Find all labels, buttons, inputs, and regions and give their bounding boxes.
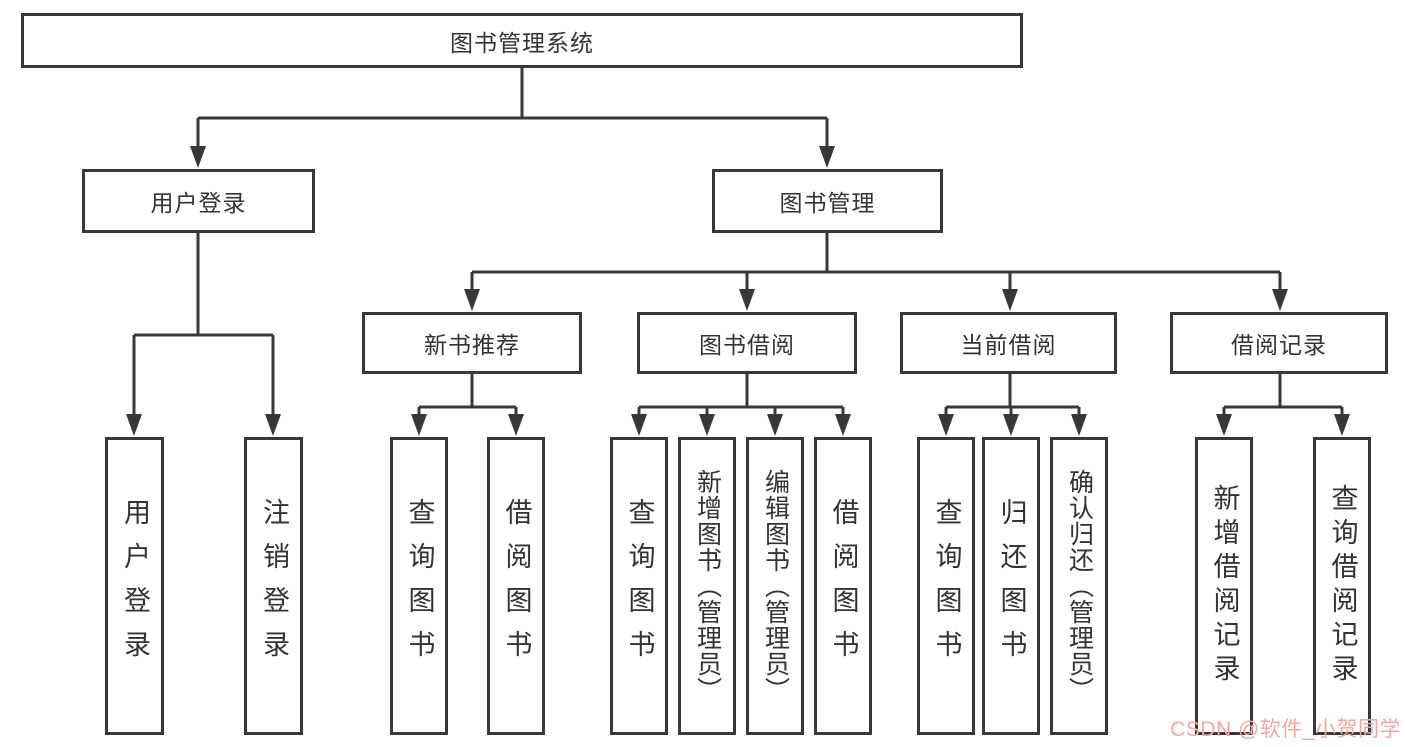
leaf-query-borrow-record: 查询借阅记录: [1313, 437, 1371, 735]
node-book-borrowing: 图书借阅: [637, 312, 857, 374]
node-label: 借阅图书: [501, 498, 532, 674]
node-label: 查询图书: [404, 498, 435, 674]
node-label: 确认归还（管理员）: [1065, 469, 1094, 703]
node-label: 编辑图书（管理员）: [761, 469, 790, 703]
leaf-borrow-books: 借阅图书: [814, 437, 872, 735]
node-label: 借阅图书: [828, 498, 859, 674]
node-label: 图书管理: [779, 190, 876, 216]
leaf-borrow-books-recommend: 借阅图书: [487, 437, 545, 735]
leaf-logout: 注销登录: [244, 437, 303, 735]
node-label: 注销登录: [259, 498, 289, 674]
leaf-query-books-current: 查询图书: [917, 437, 975, 735]
node-label: 查询借阅记录: [1327, 484, 1358, 688]
leaf-confirm-return-admin: 确认归还（管理员）: [1050, 437, 1108, 735]
csdn-watermark: CSDN @软件_小贺同学: [1170, 718, 1401, 741]
node-new-book-recommendation: 新书推荐: [362, 312, 582, 374]
node-label: 图书借阅: [699, 332, 795, 358]
node-label: 查询图书: [624, 498, 655, 674]
node-label: 用户登录: [150, 190, 247, 216]
node-label: 归还图书: [996, 498, 1027, 674]
leaf-add-books-admin: 新增图书（管理员）: [678, 437, 736, 735]
node-label: 借阅记录: [1231, 332, 1327, 358]
node-label: 新增图书（管理员）: [693, 469, 722, 703]
node-library-management-system: 图书管理系统: [21, 13, 1023, 68]
node-label: 新书推荐: [424, 332, 520, 358]
node-label: 查询图书: [931, 498, 962, 674]
node-label: 用户登录: [120, 498, 150, 674]
leaf-return-books: 归还图书: [982, 437, 1040, 735]
node-borrowing-records: 借阅记录: [1170, 312, 1388, 374]
node-label: 当前借阅: [960, 332, 1057, 358]
leaf-query-books-recommend: 查询图书: [390, 437, 448, 735]
node-current-borrowing: 当前借阅: [900, 312, 1117, 374]
leaf-query-books-borrow: 查询图书: [610, 437, 668, 735]
node-label: 新增借阅记录: [1209, 484, 1240, 688]
node-label: 图书管理系统: [450, 29, 594, 56]
leaf-user-login: 用户登录: [105, 437, 164, 735]
node-user-login: 用户登录: [82, 169, 315, 233]
leaf-edit-books-admin: 编辑图书（管理员）: [746, 437, 804, 735]
node-book-management: 图书管理: [712, 169, 943, 233]
leaf-add-borrow-record: 新增借阅记录: [1195, 437, 1253, 735]
